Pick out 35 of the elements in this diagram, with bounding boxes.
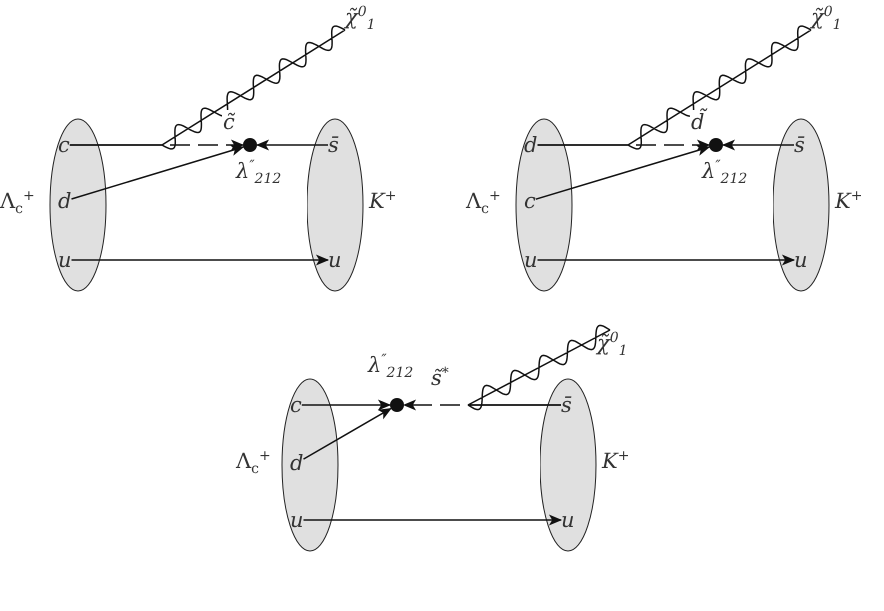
particle-label: K$^{+}$	[835, 188, 862, 214]
vertex-dot	[709, 138, 723, 152]
arrow	[538, 254, 796, 266]
vertex-dot	[243, 138, 257, 152]
arrow	[722, 140, 794, 150]
particle-label: K$^{+}$	[369, 188, 396, 214]
particle-label: u	[290, 507, 304, 533]
particle-label: u	[794, 247, 808, 273]
particle-label: u	[58, 247, 72, 273]
particle-label: K$^{+}$	[602, 448, 630, 474]
particle-label: d	[58, 188, 72, 214]
arrow	[304, 514, 562, 526]
wavy-line	[467, 324, 611, 410]
particle-label: u	[328, 247, 342, 273]
particle-label: u	[524, 247, 538, 273]
arrow	[256, 140, 328, 150]
wavy-line	[536, 25, 812, 150]
particle-label: d	[524, 132, 538, 158]
arrow	[71, 145, 244, 200]
particle-label: s̄	[794, 132, 805, 158]
particle-label: u	[561, 507, 575, 533]
arrow	[72, 254, 330, 266]
hadron-ellipse	[0, 118, 108, 292]
vertex-dot	[390, 398, 404, 412]
arrow	[302, 400, 392, 410]
particle-label: c	[290, 392, 302, 418]
wavy-line	[69, 25, 346, 150]
particle-label: c	[58, 132, 70, 158]
arrow	[536, 145, 710, 200]
arrow	[303, 408, 392, 460]
particle-label: d	[290, 450, 304, 476]
particle-label: c	[524, 188, 536, 214]
particle-label: s̄	[561, 392, 572, 418]
particle-label: s̄	[328, 132, 339, 158]
hadron-ellipse	[466, 118, 574, 292]
